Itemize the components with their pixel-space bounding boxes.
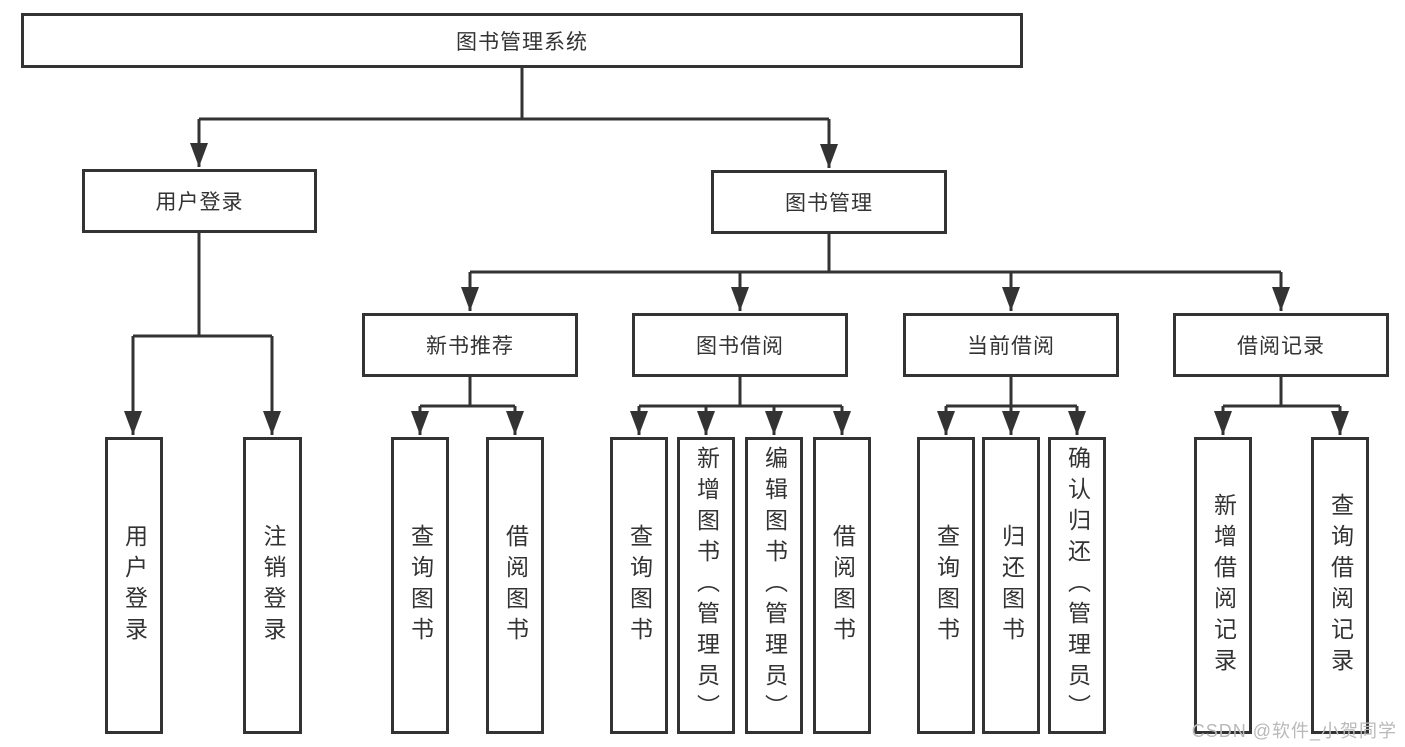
node-leaf-borrow-book-recommend-label: 借阅图书 xyxy=(502,523,529,648)
node-leaf-borrow-book-recommend: 借阅图书 xyxy=(486,437,544,734)
node-user-login-branch: 用户登录 xyxy=(82,169,317,233)
node-leaf-edit-book-admin-label: 编辑图书（管理员） xyxy=(761,446,788,725)
node-leaf-edit-book-admin: 编辑图书（管理员） xyxy=(745,437,803,734)
node-leaf-logout-label: 注销登录 xyxy=(260,523,286,648)
node-new-book-recommend: 新书推荐 xyxy=(362,313,578,377)
node-leaf-add-book-admin: 新增图书（管理员） xyxy=(677,437,735,734)
node-leaf-query-book-recommend: 查询图书 xyxy=(391,437,449,734)
node-leaf-confirm-return-admin-label: 确认归还（管理员） xyxy=(1064,446,1091,725)
node-current-borrow: 当前借阅 xyxy=(903,313,1119,377)
node-leaf-logout: 注销登录 xyxy=(243,437,302,734)
node-borrow-records: 借阅记录 xyxy=(1173,313,1389,377)
node-leaf-add-borrow-record: 新增借阅记录 xyxy=(1194,437,1252,734)
node-leaf-borrow-book-label: 借阅图书 xyxy=(829,523,856,648)
node-book-borrow: 图书借阅 xyxy=(632,313,848,377)
node-leaf-user-login-label: 用户登录 xyxy=(121,523,148,648)
node-leaf-query-borrow-record-label: 查询借阅记录 xyxy=(1327,492,1354,679)
node-leaf-query-borrow-record: 查询借阅记录 xyxy=(1311,437,1369,734)
node-leaf-add-borrow-record-label: 新增借阅记录 xyxy=(1210,492,1237,679)
node-leaf-user-login: 用户登录 xyxy=(105,437,163,734)
node-leaf-query-book-current-label: 查询图书 xyxy=(933,523,960,648)
node-leaf-query-book-borrow-label: 查询图书 xyxy=(626,523,653,648)
node-leaf-borrow-book: 借阅图书 xyxy=(813,437,871,734)
node-leaf-confirm-return-admin: 确认归还（管理员） xyxy=(1048,437,1106,734)
node-leaf-return-book: 归还图书 xyxy=(982,437,1040,734)
node-book-management: 图书管理 xyxy=(711,170,947,234)
node-leaf-return-book-label: 归还图书 xyxy=(998,523,1025,648)
node-root-system: 图书管理系统 xyxy=(21,13,1023,68)
node-leaf-query-book-recommend-label: 查询图书 xyxy=(407,523,434,648)
node-leaf-add-book-admin-label: 新增图书（管理员） xyxy=(693,446,720,725)
node-leaf-query-book-borrow: 查询图书 xyxy=(610,437,668,734)
node-leaf-query-book-current: 查询图书 xyxy=(917,437,975,734)
